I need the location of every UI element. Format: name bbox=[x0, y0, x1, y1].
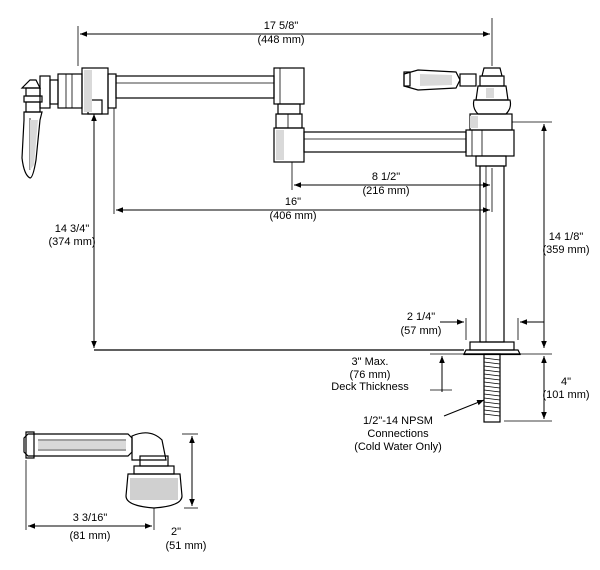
upper-arm bbox=[115, 75, 275, 99]
label-spout-height-imperial: 14 3/4" bbox=[55, 223, 90, 235]
label-lower-arm-metric: (216 mm) bbox=[362, 185, 409, 197]
label-base-width-metric: (57 mm) bbox=[401, 325, 442, 337]
valve-body bbox=[465, 67, 515, 167]
dimension-labels: 17 5/8" (448 mm) 8 1/2" (216 mm) 16" (40… bbox=[48, 20, 589, 552]
label-base-width-imperial: 2 1/4" bbox=[407, 311, 435, 323]
label-body-height-metric: (359 mm) bbox=[542, 244, 589, 256]
label-reach-metric: (406 mm) bbox=[269, 210, 316, 222]
label-detail-width-metric: (81 mm) bbox=[70, 530, 111, 542]
label-shank-metric: (101 mm) bbox=[542, 389, 589, 401]
label-overall-width-metric: (448 mm) bbox=[257, 34, 304, 46]
label-detail-height-imperial: 2" bbox=[171, 526, 181, 538]
label-connection-line2: Connections bbox=[367, 428, 429, 440]
label-detail-height-metric: (51 mm) bbox=[166, 540, 207, 552]
dimension-lines bbox=[77, 18, 552, 422]
label-spout-height-metric: (374 mm) bbox=[48, 236, 95, 248]
lower-arm bbox=[303, 131, 467, 153]
label-deck-line1: 3" Max. bbox=[352, 356, 389, 368]
label-detail-width-imperial: 3 3/16" bbox=[73, 512, 108, 524]
spout-lever-handle bbox=[20, 79, 43, 179]
spout-end-joint bbox=[39, 67, 117, 115]
label-shank-imperial: 4" bbox=[561, 376, 571, 388]
threaded-shank bbox=[483, 353, 501, 423]
label-deck-line2: (76 mm) bbox=[350, 369, 391, 381]
label-lower-arm-imperial: 8 1/2" bbox=[372, 171, 400, 183]
label-reach-imperial: 16" bbox=[285, 196, 301, 208]
swivel-joint bbox=[273, 67, 305, 163]
label-connection-line1: 1/2"-14 NPSM bbox=[363, 415, 433, 427]
label-overall-width-imperial: 17 5/8" bbox=[264, 20, 299, 32]
faucet-drawing bbox=[20, 67, 521, 423]
handle-detail-view bbox=[23, 431, 198, 530]
label-connection-line3: (Cold Water Only) bbox=[354, 441, 442, 453]
deck-base bbox=[463, 341, 521, 356]
valve-lever-handle bbox=[403, 69, 477, 91]
label-body-height-imperial: 14 1/8" bbox=[549, 231, 584, 243]
label-deck-line3: Deck Thickness bbox=[331, 381, 409, 393]
